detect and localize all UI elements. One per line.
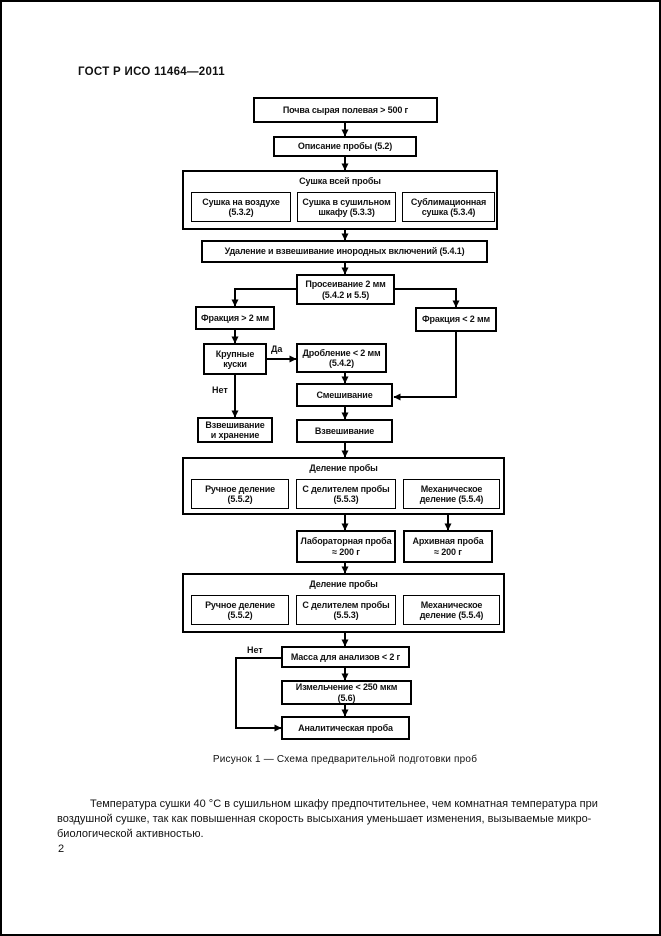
flow-node-lab-sample: Лабораторная проба ≈ 200 г — [296, 530, 396, 563]
flow-node-grinding: Измельчение < 250 мкм (5.6) — [281, 680, 412, 705]
flow-node-manual-division-1: Ручное деление (5.5.2) — [191, 479, 289, 509]
flow-node-mechanical-division-2: Механическое деление (5.5.4) — [403, 595, 500, 625]
flow-node-weighing: Взвешивание — [296, 419, 393, 443]
edge-label-yes: Да — [271, 344, 283, 354]
flow-node-mechanical-division-1: Механическое деление (5.5.4) — [403, 479, 500, 509]
flow-node-mixing: Смешивание — [296, 383, 393, 407]
page-header-title: ГОСТ Р ИСО 11464—2011 — [78, 66, 225, 78]
flow-node-dry-air: Сушка на воздухе (5.3.2) — [191, 192, 291, 222]
edge-label-no-lumps: Нет — [212, 385, 228, 395]
flow-node-dry-sublimation: Сублимационная сушка (5.3.4) — [402, 192, 495, 222]
flow-node-describe: Описание пробы (5.2) — [273, 136, 417, 157]
figure-caption: Рисунок 1 — Схема предварительной подгот… — [212, 754, 478, 765]
flow-group-division-1-title: Деление пробы — [309, 463, 378, 473]
flow-group-division-2-title: Деление пробы — [309, 579, 378, 589]
flow-node-soil: Почва сырая полевая > 500 г — [253, 97, 438, 123]
flow-node-large-lumps: Крупные куски — [203, 343, 267, 375]
flow-node-archive-sample: Архивная проба ≈ 200 г — [403, 530, 493, 563]
flow-node-manual-division-2: Ручное деление (5.5.2) — [191, 595, 289, 625]
flow-node-weigh-store: Взвешивание и хранение — [197, 417, 273, 443]
page-number: 2 — [58, 843, 65, 855]
flow-node-analytical-sample: Аналитическая проба — [281, 716, 410, 740]
flow-node-sample-divider-1: С делителем пробы (5.5.3) — [296, 479, 396, 509]
flow-node-fraction-gt2: Фракция > 2 мм — [195, 306, 275, 330]
flow-node-fraction-lt2: Фракция < 2 мм — [415, 307, 497, 332]
flow-node-dry-oven: Сушка в сушильном шкафу (5.3.3) — [297, 192, 396, 222]
flow-node-crush: Дробление < 2 мм (5.4.2) — [296, 343, 387, 373]
flow-node-sieve: Просеивание 2 мм (5.4.2 и 5.5) — [296, 274, 395, 305]
flow-node-remove-foreign: Удаление и взвешивание инородных включен… — [201, 240, 488, 263]
body-note: Температура сушки 40 °С в сушильном шкаф… — [57, 798, 598, 840]
flow-node-sample-divider-2: С делителем пробы (5.5.3) — [296, 595, 396, 625]
edge-label-no-mass: Нет — [247, 645, 263, 655]
flow-group-drying-title: Сушка всей пробы — [299, 176, 381, 186]
flow-node-mass-for-analysis: Масса для анализов < 2 г — [281, 646, 410, 668]
